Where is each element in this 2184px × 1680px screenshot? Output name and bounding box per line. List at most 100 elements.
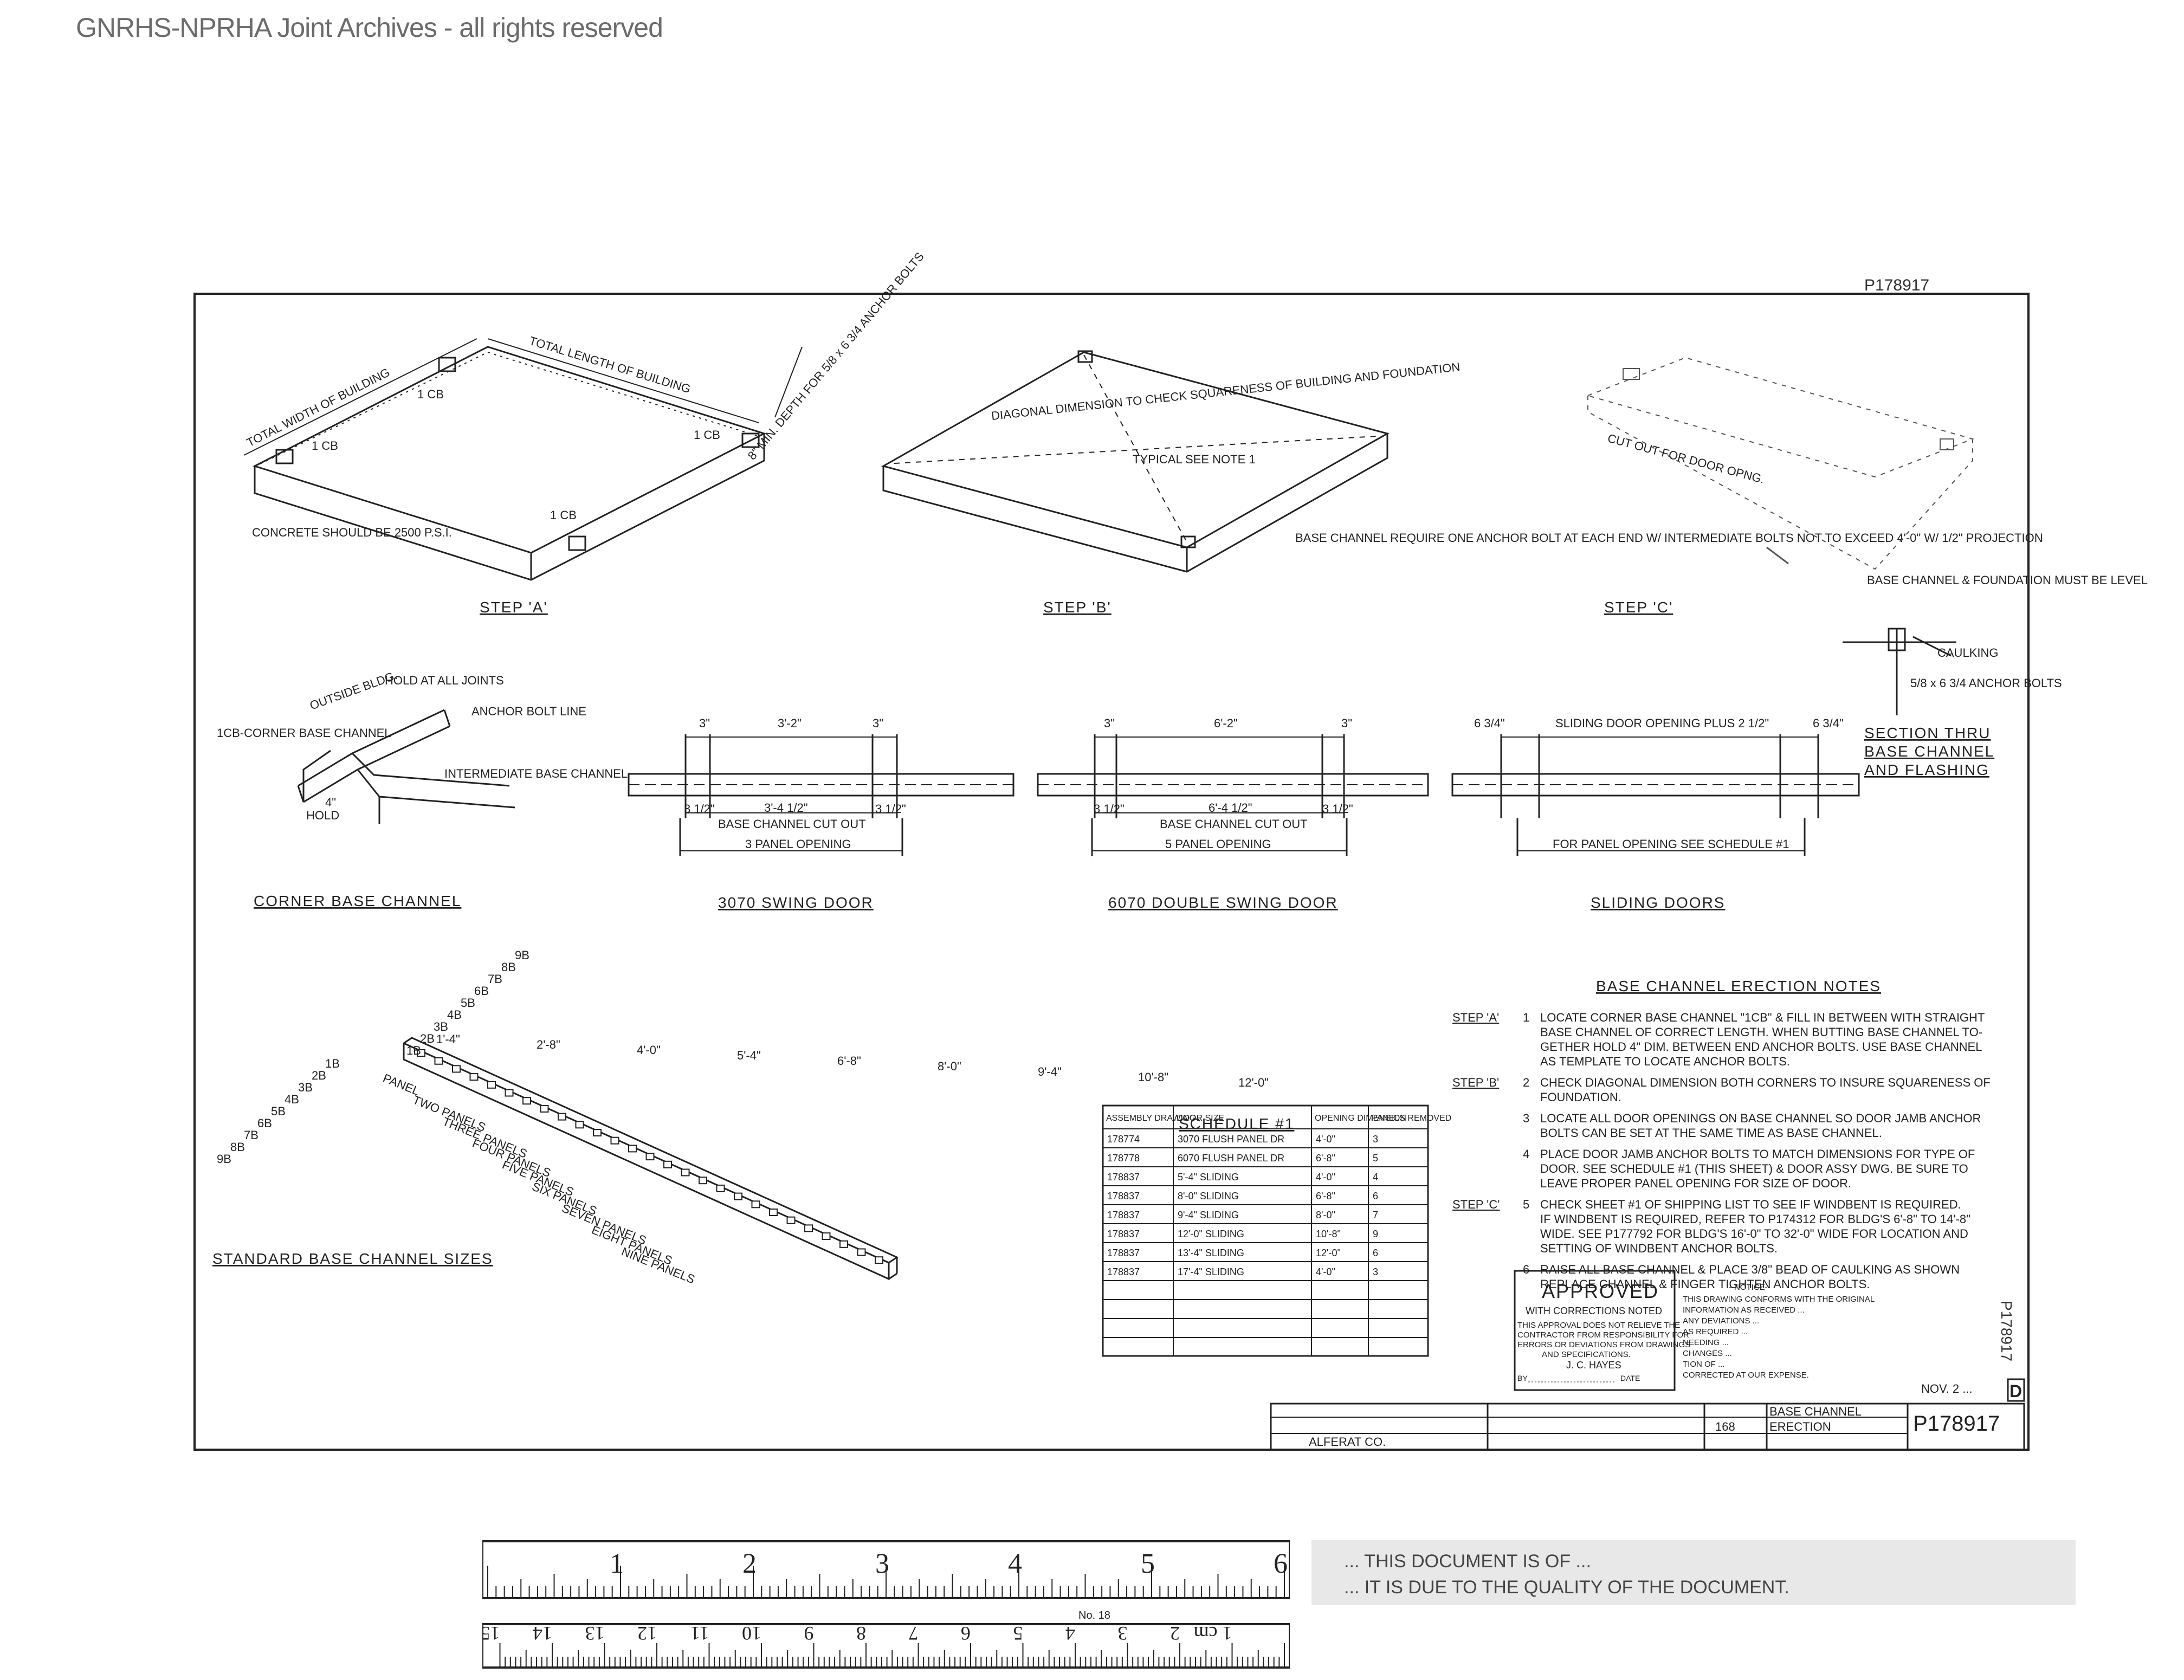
diagonal-dimension-label: DIAGONAL DIMENSION TO CHECK SQUARENESS O… (991, 360, 1461, 423)
door-6070-dim-top-1: 3" (1104, 716, 1115, 730)
note-line: PLACE DOOR JAMB ANCHOR BOLTS TO MATCH DI… (1540, 1147, 1975, 1161)
ruler-inch-number: 6 (1274, 1548, 1288, 1579)
anchor-depth-label: 8" MIN. DEPTH FOR 5/8 x 6 3/4 ANCHOR BOL… (745, 250, 927, 463)
sliding-panel-label: FOR PANEL OPENING SEE SCHEDULE #1 (1553, 837, 1789, 851)
channel-notch (593, 1129, 602, 1136)
channel-mark-upper: 3B (434, 1020, 448, 1033)
channel-notch (522, 1097, 531, 1105)
note-line: WIDE. SEE P177792 FOR BLDG'S 16'-0" TO 3… (1540, 1227, 1968, 1240)
schedule-cell: 4'-0" (1316, 1267, 1335, 1277)
door-3070-dim-bottom-1: 3 1/2" (684, 802, 715, 816)
note-line: CHECK SHEET #1 OF SHIPPING LIST TO SEE I… (1540, 1198, 1961, 1211)
door-3070-dim-bottom-3: 3 1/2" (875, 802, 906, 816)
channel-mark-lower: 9B (217, 1152, 231, 1166)
schedule-cell: 9 (1373, 1229, 1378, 1239)
note-line: REPLACE CHANNEL & FINGER TIGHTEN ANCHOR … (1540, 1277, 1870, 1291)
schedule-cell: 12'-0" (1316, 1248, 1341, 1258)
standard-channel-drawing (403, 1037, 899, 1281)
channel-notch (786, 1216, 796, 1224)
section-title-2: BASE CHANNEL (1864, 743, 1994, 760)
schedule-cell: 13'-4" SLIDING (1178, 1248, 1244, 1258)
ruler-cm-number: 10 (742, 1623, 761, 1644)
title-date: NOV. 2 ... (1921, 1382, 1973, 1395)
notice-line: AS REQUIRED ... (1683, 1327, 1748, 1336)
archive-watermark: GNRHS-NPRHA Joint Archives - all rights … (76, 12, 663, 43)
step-a-slab (243, 338, 803, 581)
note-number: 3 (1523, 1112, 1529, 1125)
ruler-model: No. 18 (1078, 1610, 1110, 1621)
notice-line: THIS DRAWING CONFORMS WITH THE ORIGINAL (1683, 1295, 1875, 1304)
ruler-cm-number: 4 (1065, 1623, 1075, 1644)
channel-mark-lower: 4B (285, 1093, 299, 1106)
schedule-cell: 6'-8" (1316, 1153, 1335, 1164)
ruler-inch-number: 3 (875, 1548, 889, 1579)
approved-subtitle: WITH CORRECTIONS NOTED (1526, 1306, 1662, 1316)
note-line: DOOR. SEE SCHEDULE #1 (THIS SHEET) & DOO… (1540, 1162, 1968, 1175)
ruler-cm-number: 11 (690, 1623, 709, 1644)
door-3070-dim-top-1: 3" (699, 716, 710, 730)
approved-title: APPROVED (1542, 1280, 1659, 1302)
channel-length-label: 6'-8" (837, 1054, 861, 1068)
cb-label-3: 1 CB (694, 428, 720, 442)
ruler-inch-number: 1 (610, 1548, 624, 1579)
quality-stamp-strip: ... THIS DOCUMENT IS OF ... ... IT IS DU… (1311, 1529, 2076, 1616)
ruler-cm-number: 9 (804, 1623, 814, 1644)
channel-mark-upper: 2B (420, 1032, 435, 1045)
title-block-text: ALFERAT CO. BASE CHANNEL ERECTION P17891… (1309, 1381, 2022, 1449)
section-title-3: AND FLASHING (1864, 761, 1989, 778)
schedule-cell: 4'-0" (1316, 1172, 1335, 1183)
approved-line-3: ERRORS OR DEVIATIONS FROM DRAWINGS (1517, 1340, 1690, 1349)
schedule-cell: 178837 (1107, 1210, 1140, 1220)
ruler-cm-number: 8 (856, 1623, 866, 1644)
channel-notch (628, 1145, 637, 1153)
door-6070-dim-top-2: 6'-2" (1214, 716, 1238, 730)
channel-notch (558, 1113, 566, 1121)
schedule-cell: 6 (1373, 1191, 1378, 1201)
notice-line: ANY DEVIATIONS ... (1683, 1316, 1759, 1326)
channel-mark-upper: 1B (406, 1044, 421, 1057)
channel-notch (839, 1240, 848, 1248)
title-cell-2: ERECTION (1769, 1420, 1831, 1433)
channel-notch (769, 1209, 778, 1216)
note-number: 5 (1523, 1198, 1529, 1211)
notice-block: --NOTICE--THIS DRAWING CONFORMS WITH THE… (1683, 1283, 1875, 1380)
note-line: RAISE ALL BASE CHANNEL & PLACE 3/8" BEAD… (1540, 1263, 1960, 1276)
strip-line-1: ... THIS DOCUMENT IS OF ... (1344, 1551, 1591, 1572)
door-3070-dim-top-2: 3'-2" (778, 716, 802, 730)
caulking-label: CAULKING (1937, 646, 1998, 660)
schedule-cell: 5 (1373, 1153, 1378, 1164)
corner-channel-label: 1CB-CORNER BASE CHANNEL (217, 726, 391, 740)
channel-notch (734, 1192, 742, 1200)
door-6070-opening-label: 5 PANEL OPENING (1165, 837, 1271, 851)
schedule-header: PANELS REMOVED (1372, 1114, 1451, 1123)
sliding-dim-top-1: 6 3/4" (1474, 716, 1505, 730)
door-6070-dim-bottom-3: 3 1/2" (1322, 802, 1353, 816)
channel-mark-lower: 8B (230, 1140, 245, 1154)
note-line: LEAVE PROPER PANEL OPENING FOR SIZE OF D… (1540, 1177, 1851, 1190)
schedule-cell: 3 (1373, 1267, 1378, 1277)
approved-date: DATE (1620, 1374, 1640, 1382)
channel-notch (751, 1200, 760, 1209)
schedule-cell: 178837 (1107, 1229, 1140, 1239)
notice-line: TION OF ... (1683, 1360, 1725, 1369)
channel-length-label: 1'-4" (436, 1032, 460, 1046)
channel-notch (452, 1065, 461, 1073)
schedule-cell: 8'-0" (1316, 1210, 1335, 1220)
door-6070-dim-bottom-2: 6'-4 1/2" (1209, 801, 1252, 815)
channel-length-label: 4'-0" (637, 1043, 661, 1057)
channel-length-label: 8'-0" (938, 1059, 961, 1073)
section-detail (1843, 628, 1956, 715)
schedule-cell: 17'-4" SLIDING (1178, 1267, 1244, 1277)
channel-notch (663, 1160, 672, 1168)
door-3070-cutout-label: BASE CHANNEL CUT OUT (718, 817, 866, 831)
schedule-header: DOOR SIZE (1177, 1114, 1224, 1123)
channel-mark-upper: 5B (461, 996, 475, 1010)
schedule-cell: 178837 (1107, 1248, 1140, 1258)
note-line: AS TEMPLATE TO LOCATE ANCHOR BOLTS. (1540, 1055, 1790, 1068)
door-6070-dim-top-3: 3" (1341, 716, 1352, 730)
ruler-cm-number: 7 (909, 1623, 919, 1644)
